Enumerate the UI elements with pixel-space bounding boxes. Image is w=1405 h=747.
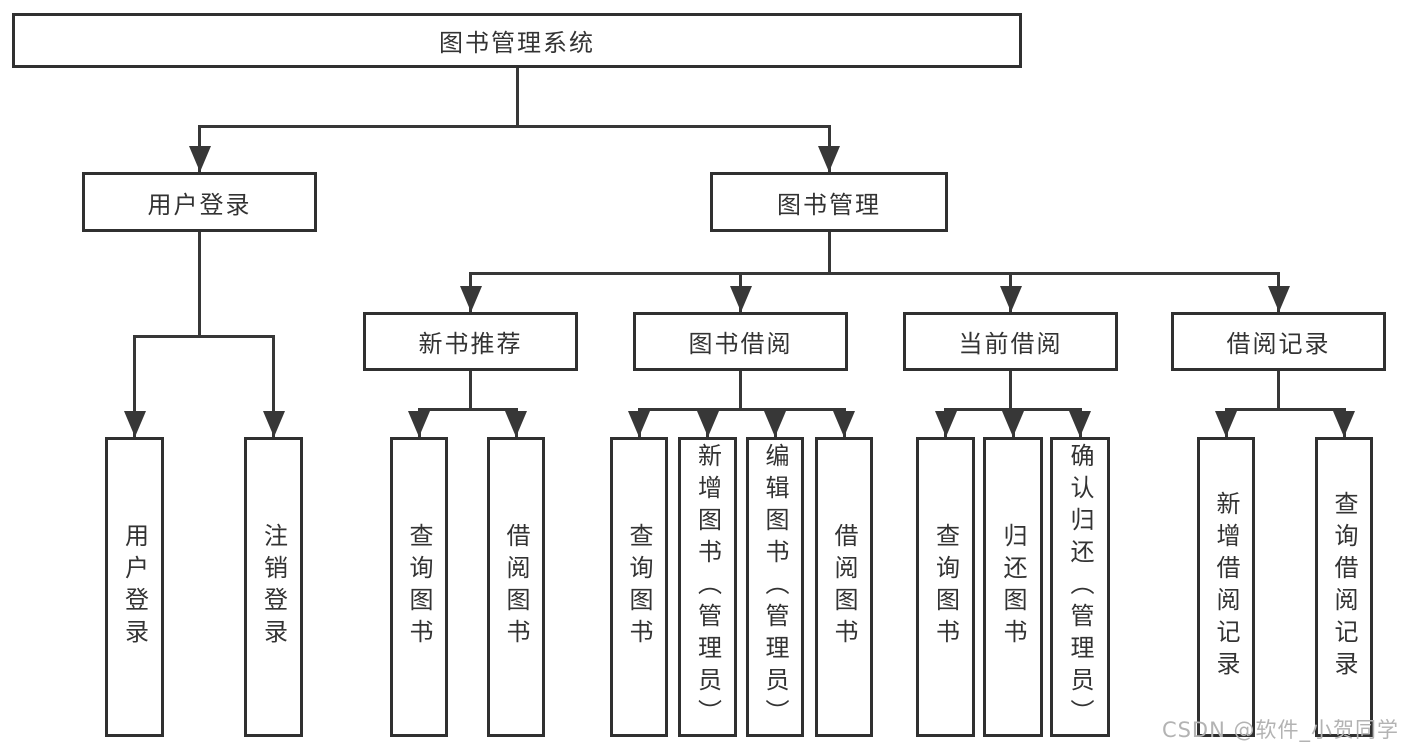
node-book-borrow: 图书借阅 — [633, 312, 848, 371]
arrow-down-icon — [818, 146, 840, 172]
arrow-down-icon — [729, 286, 752, 312]
connector-stem — [515, 68, 519, 125]
node-cur-confirm: 确认归还（管理员） — [1050, 437, 1110, 737]
arrow-down-icon — [1215, 411, 1237, 437]
node-label-log-add: 新增借阅记录 — [1212, 491, 1240, 683]
arrow-down-icon — [628, 411, 650, 437]
node-bor-borrow: 借阅图书 — [815, 437, 873, 737]
connector-rail — [133, 335, 275, 338]
connector-stem — [739, 371, 742, 408]
arrow-down-icon — [123, 411, 146, 437]
node-book-mgmt: 图书管理 — [710, 172, 948, 232]
node-log-add: 新增借阅记录 — [1197, 437, 1255, 737]
node-user-login: 用户登录 — [82, 172, 317, 232]
arrow-down-icon — [262, 411, 285, 437]
arrow-down-icon — [1069, 411, 1091, 437]
node-root: 图书管理系统 — [12, 13, 1022, 68]
node-bor-query: 查询图书 — [610, 437, 668, 737]
connector-stem — [827, 232, 831, 272]
connector-rail — [469, 272, 1280, 275]
node-label-new-book-rec: 新书推荐 — [418, 330, 523, 358]
connector-drop — [272, 335, 275, 437]
node-label-bor-query: 查询图书 — [625, 523, 653, 651]
arrow-down-icon — [999, 286, 1022, 312]
node-label-rec-query: 查询图书 — [405, 523, 433, 651]
arrow-down-icon — [1333, 411, 1355, 437]
node-label-cur-confirm: 确认归还（管理员） — [1066, 443, 1094, 731]
arrow-down-icon — [1267, 286, 1290, 312]
connector-rail — [417, 408, 518, 411]
node-label-book-mgmt: 图书管理 — [777, 190, 881, 219]
node-leaf-user-login: 用户登录 — [105, 437, 164, 737]
node-new-book-rec: 新书推荐 — [363, 312, 578, 371]
arrow-down-icon — [505, 411, 527, 437]
node-label-log-query: 查询借阅记录 — [1330, 491, 1358, 683]
arrow-down-icon — [833, 411, 855, 437]
node-leaf-logout: 注销登录 — [244, 437, 303, 737]
node-current-borrow: 当前借阅 — [903, 312, 1118, 371]
connector-stem — [1009, 371, 1012, 408]
arrow-down-icon — [764, 411, 786, 437]
node-label-cur-return: 归还图书 — [999, 523, 1027, 651]
node-label-current-borrow: 当前借阅 — [958, 330, 1063, 358]
node-label-bor-add: 新增图书（管理员） — [693, 443, 722, 731]
arrow-down-icon — [934, 411, 957, 437]
node-rec-borrow: 借阅图书 — [487, 437, 545, 737]
connector-stem — [198, 232, 201, 335]
watermark: CSDN @软件_小贺同学 — [1161, 718, 1399, 742]
connector-rail — [1224, 408, 1346, 411]
arrow-down-icon — [408, 411, 430, 437]
arrow-down-icon — [459, 286, 482, 312]
node-label-bor-borrow: 借阅图书 — [830, 523, 858, 651]
node-borrow-records: 借阅记录 — [1171, 312, 1386, 371]
arrow-down-icon — [1002, 411, 1024, 437]
node-label-leaf-logout: 注销登录 — [259, 523, 288, 651]
node-label-rec-borrow: 借阅图书 — [502, 523, 530, 651]
node-label-leaf-user-login: 用户登录 — [120, 523, 149, 651]
node-cur-query: 查询图书 — [916, 437, 975, 737]
connector-drop — [133, 335, 136, 437]
connector-stem — [1277, 371, 1280, 408]
node-label-root: 图书管理系统 — [439, 29, 595, 57]
node-rec-query: 查询图书 — [390, 437, 448, 737]
arrow-down-icon — [188, 146, 211, 172]
arrow-down-icon — [696, 411, 719, 437]
connector-rail — [637, 408, 846, 411]
node-bor-add: 新增图书（管理员） — [678, 437, 737, 737]
connector-stem — [469, 371, 472, 408]
node-label-book-borrow: 图书借阅 — [688, 330, 793, 358]
node-label-borrow-records: 借阅记录 — [1226, 330, 1331, 358]
node-label-user-login: 用户登录 — [147, 190, 252, 219]
connector-rail — [198, 125, 831, 128]
node-label-cur-query: 查询图书 — [931, 523, 960, 651]
node-bor-edit: 编辑图书（管理员） — [746, 437, 804, 737]
node-label-bor-edit: 编辑图书（管理员） — [761, 443, 789, 731]
node-log-query: 查询借阅记录 — [1315, 437, 1373, 737]
node-cur-return: 归还图书 — [983, 437, 1043, 737]
